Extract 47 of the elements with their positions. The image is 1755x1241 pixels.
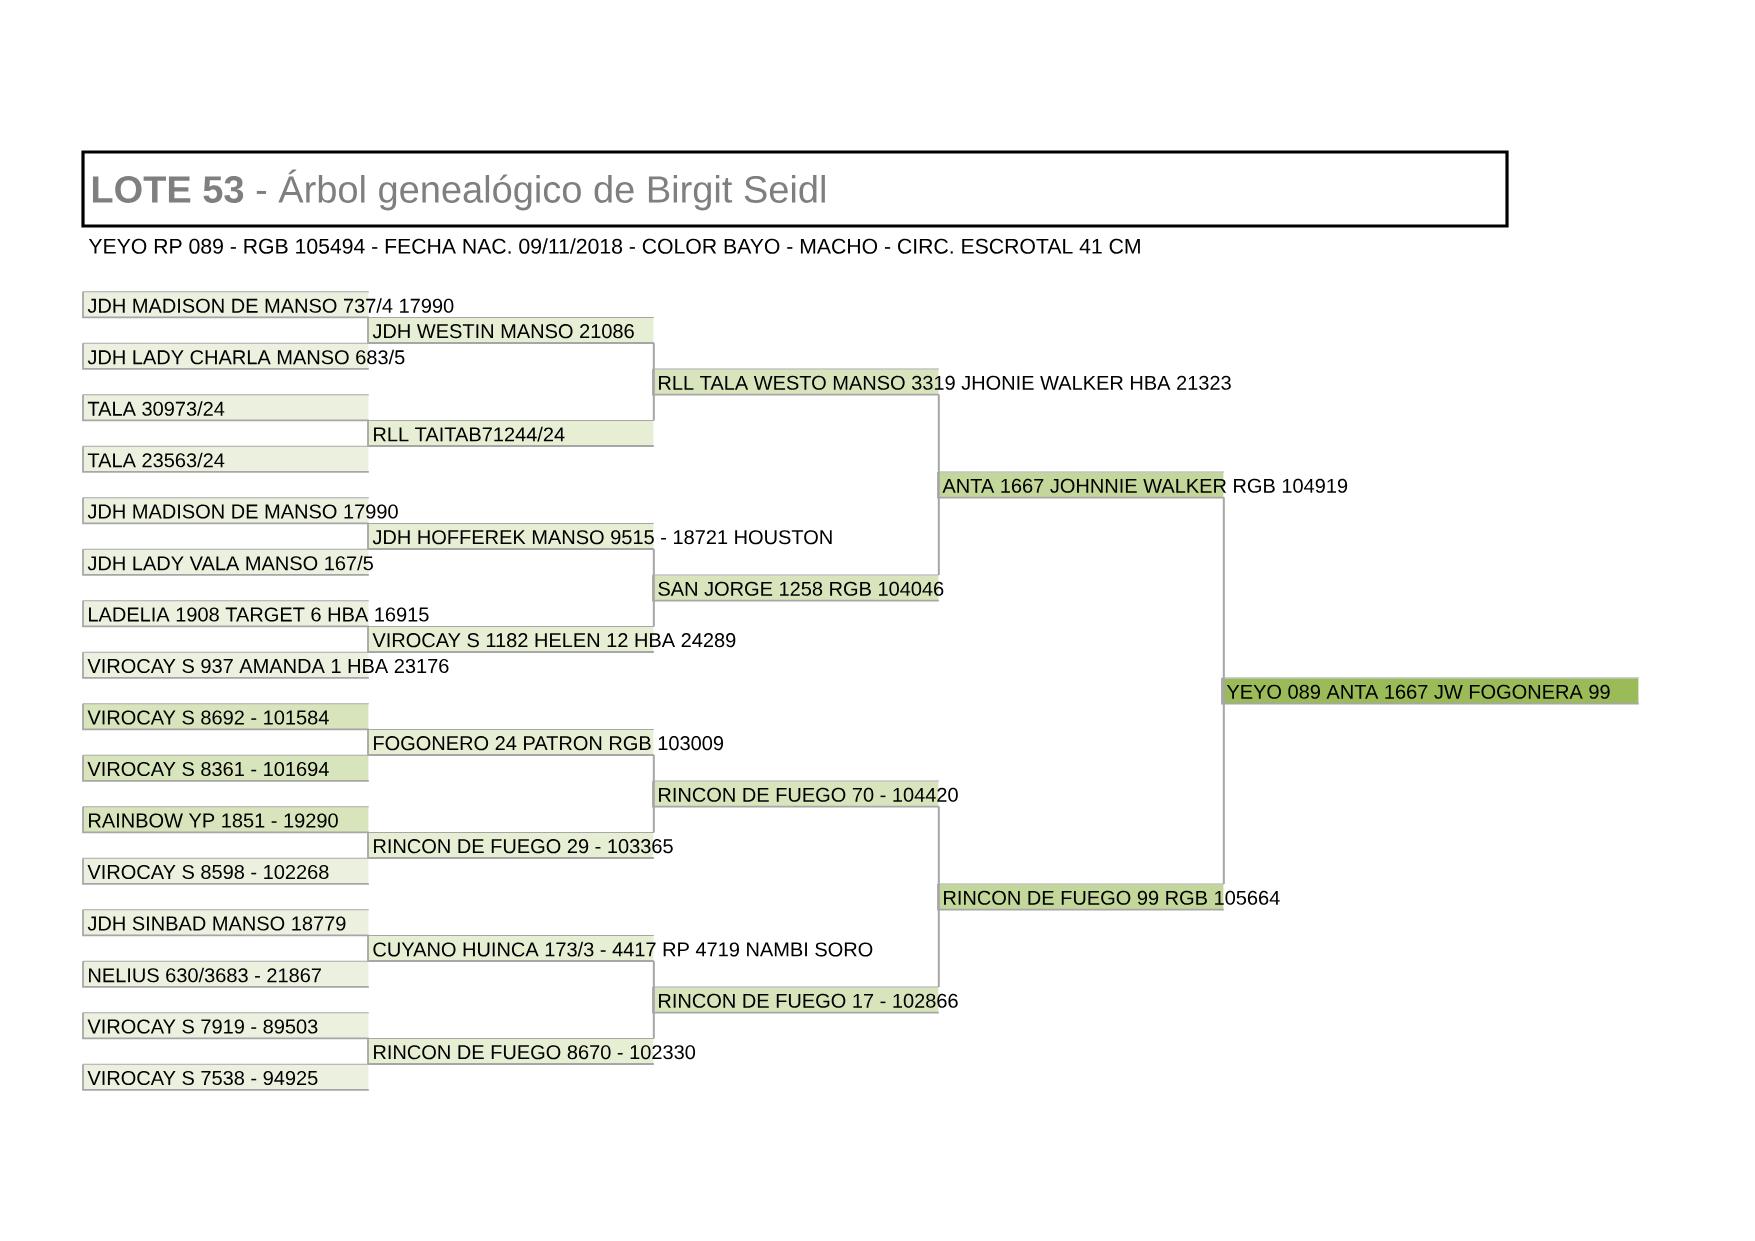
pedigree-box: VIROCAY S 8598 - 102268 (82, 857, 370, 885)
connector-line (652, 960, 655, 1001)
pedigree-box: RAINBOW YP 1851 - 19290 (82, 805, 370, 834)
pedigree-box: ANTA 1667 JOHNNIE WALKER RGB 104919 (937, 471, 1348, 499)
connector-line (937, 393, 940, 486)
pedigree-box: JDH LADY VALA MANSO 167/5 (82, 548, 373, 576)
pedigree-box: RINCON DE FUEGO 17 - 102866 (652, 986, 958, 1014)
pedigree-box: JDH MADISON DE MANSO 17990 (82, 496, 398, 525)
pedigree-box: JDH LADY CHARLA MANSO 683/5 (82, 342, 405, 370)
connector-line (1221, 496, 1225, 692)
connector-line (652, 792, 655, 834)
pedigree-box: TALA 30973/24 (82, 393, 370, 422)
pedigree-box: RINCON DE FUEGO 29 - 103365 (367, 831, 673, 859)
subtitle-text: YEYO RP 089 - RGB 105494 - FECHA NAC. 09/11/2018 - COLOR BAYO - MACHO - CIRC. ESCROTAL 41 CM (88, 238, 1140, 254)
pedigree-box: JDH WESTIN MANSO 21086 (367, 316, 655, 344)
pedigree-box: RINCON DE FUEGO 99 RGB 105664 (937, 883, 1280, 911)
connector-line (652, 342, 655, 383)
connector-line (937, 483, 940, 576)
pedigree-box: JDH MADISON DE MANSO 737/4 17990 (82, 290, 454, 319)
pedigree-box: YEYO 089 ANTA 1667 JW FOGONERA 99 (1221, 677, 1640, 705)
pedigree-box: VIROCAY S 8692 - 101584 (82, 702, 370, 731)
pedigree-box: RINCON DE FUEGO 8670 - 102330 (367, 1037, 696, 1065)
connector-line (652, 548, 655, 589)
connector-line (652, 380, 655, 422)
connector-line (1221, 689, 1225, 885)
pedigree-box: VIROCAY S 937 AMANDA 1 HBA 23176 (82, 651, 449, 679)
pedigree-box: JDH SINBAD MANSO 18779 (82, 908, 370, 937)
pedigree-box: RINCON DE FUEGO 70 - 104420 (652, 780, 958, 808)
title-box: LOTE 53 - Árbol genealógico de Birgit Seidl (81, 150, 1509, 228)
pedigree-box: VIROCAY S 7538 - 94925 (82, 1063, 370, 1091)
pedigree-box: VIROCAY S 8361 - 101694 (82, 754, 370, 782)
pedigree-box: VIROCAY S 7919 - 89503 (82, 1011, 370, 1040)
pedigree-box: CUYANO HUINCA 173/3 - 4417 RP 4719 NAMBI SORO (367, 934, 873, 962)
pedigree-box: VIROCAY S 1182 HELEN 12 HBA 24289 (367, 625, 736, 653)
connector-line (652, 586, 655, 628)
pedigree-box: RLL TAITAB71244/24 (367, 419, 655, 447)
pedigree-box: TALA 23563/24 (82, 445, 370, 473)
pedigree-box: FOGONERO 24 PATRON RGB 103009 (367, 728, 724, 756)
pedigree-box: RLL TALA WESTO MANSO 3319 JHONIE WALKER HBA 21323 (652, 368, 1231, 396)
connector-line (652, 998, 655, 1040)
connector-line (937, 895, 940, 988)
connector-line (937, 805, 940, 898)
pedigree-box: NELIUS 630/3683 - 21867 (82, 960, 370, 988)
connector-line (652, 754, 655, 795)
pedigree-box: JDH HOFFEREK MANSO 9515 - 18721 HOUSTON (367, 522, 832, 550)
pedigree-box: LADELIA 1908 TARGET 6 HBA 16915 (82, 599, 429, 628)
pedigree-box: SAN JORGE 1258 RGB 104046 (652, 574, 944, 602)
